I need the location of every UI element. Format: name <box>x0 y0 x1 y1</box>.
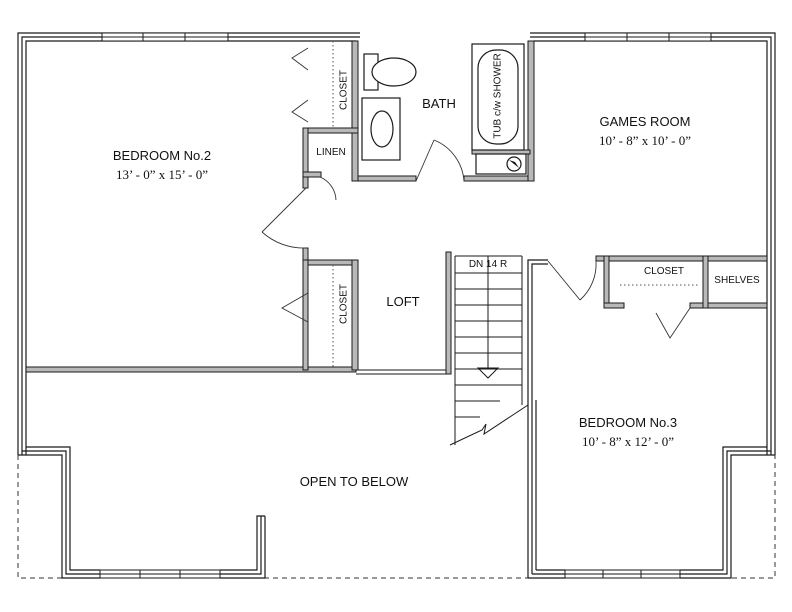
sink <box>370 110 394 148</box>
closet-rods <box>332 41 700 367</box>
closet-lower-label: CLOSET <box>338 283 350 325</box>
bedroom2-size: 13’ - 0” x 15’ - 0” <box>116 167 208 182</box>
swing-doors <box>261 139 597 301</box>
loft-label: LOFT <box>386 294 420 309</box>
bath-fixtures <box>361 43 527 175</box>
closet-bedroom3-label: CLOSET <box>643 266 685 277</box>
closet-top-label: CLOSET <box>338 69 350 111</box>
linen-label: LINEN <box>316 147 346 158</box>
windows <box>99 32 712 579</box>
bedroom3-size: 10’ - 8” x 12’ - 0” <box>582 434 674 449</box>
games-room-name: GAMES ROOM <box>599 114 691 129</box>
bedroom2-name: BEDROOM No.2 <box>112 148 212 163</box>
games-room-size: 10’ - 8” x 10’ - 0” <box>599 133 691 148</box>
tub-label: TUB c/w SHOWER <box>492 53 504 139</box>
bath-label: BATH <box>422 96 456 111</box>
interior-walls <box>25 40 768 445</box>
stairs <box>449 255 529 446</box>
bedroom3-name: BEDROOM No.3 <box>578 415 678 430</box>
toilet-bowl <box>371 57 417 87</box>
stairs-label: DN 14 R <box>468 259 508 270</box>
open-to-below-label: OPEN TO BELOW <box>299 474 409 489</box>
bifold-doors <box>281 47 691 339</box>
shelves-label: SHELVES <box>714 275 760 286</box>
